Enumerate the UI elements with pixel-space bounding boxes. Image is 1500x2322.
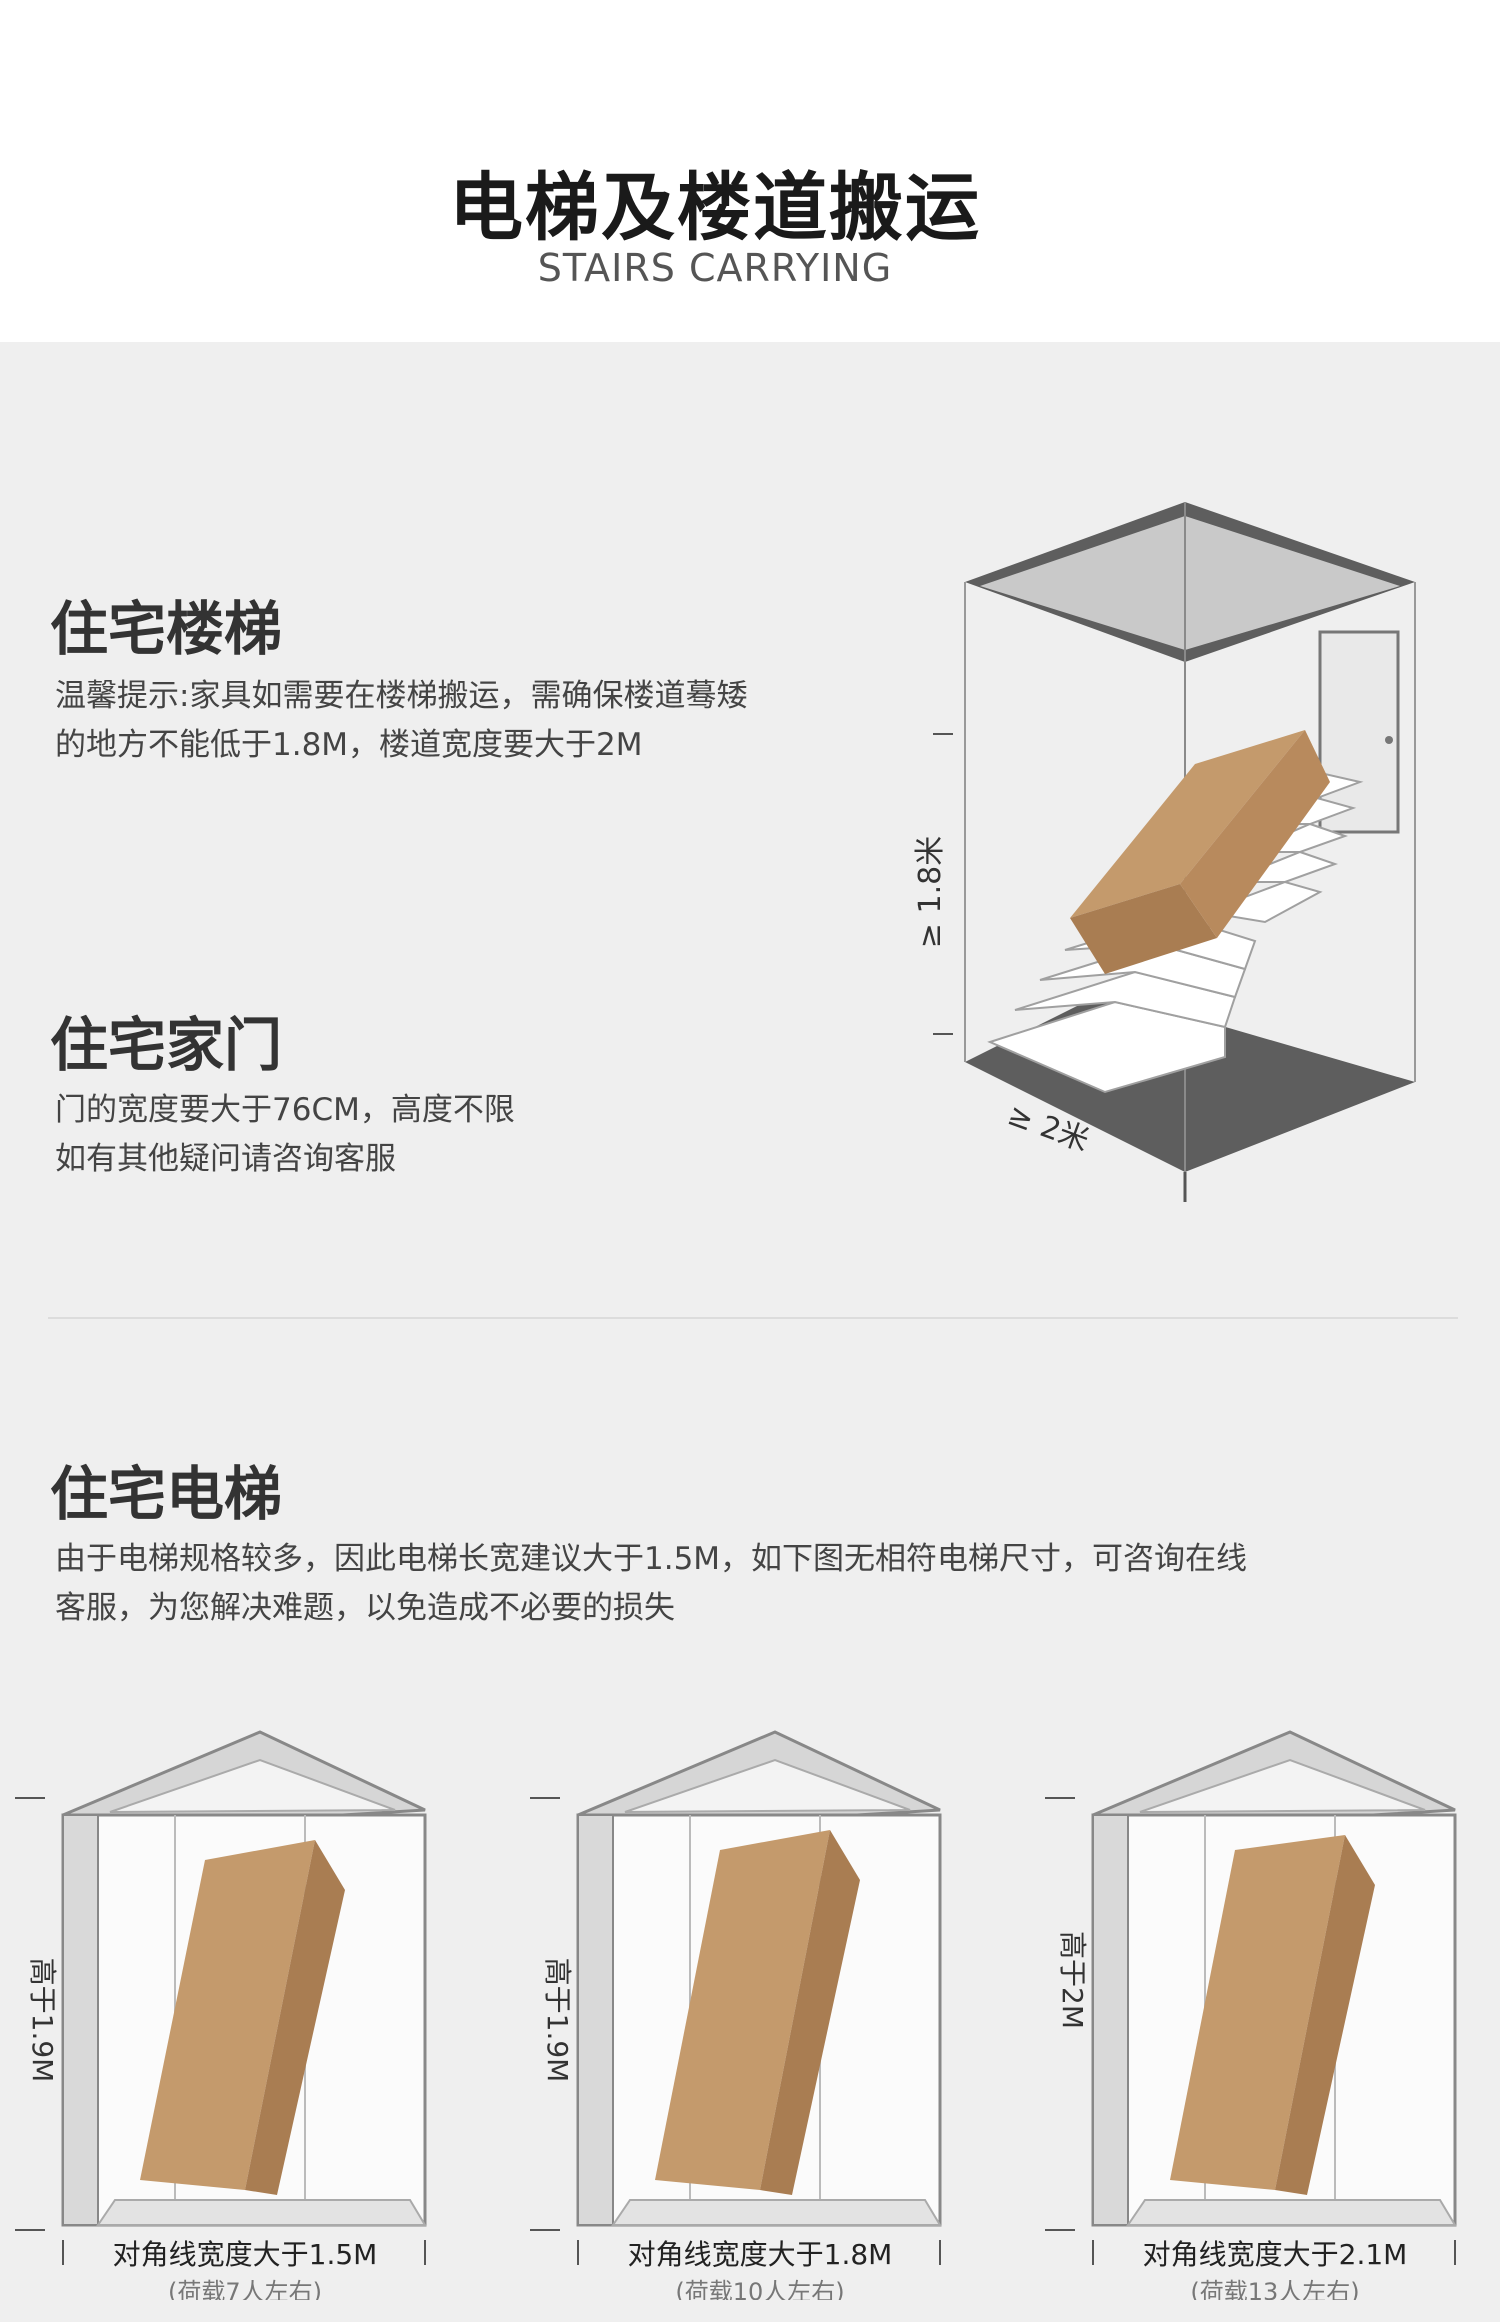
elevator-1-height: 高于1.9M	[26, 1958, 59, 2083]
elevator-3-diagonal: 对角线宽度大于2.1M	[1143, 2238, 1408, 2271]
elevator-text: 由于电梯规格较多，因此电梯长宽建议大于1.5M，如下图无相符电梯尺寸，可咨询在线…	[55, 1535, 1247, 1633]
elevator-title: 住宅电梯	[50, 1460, 283, 1528]
elevator-1-load: (荷载7人左右)	[168, 2278, 322, 2300]
elevator-line-2: 客服，为您解决难题，以免造成不必要的损失	[55, 1590, 675, 1626]
elevator-3-box	[1170, 1835, 1375, 2195]
elevator-1-box	[140, 1840, 345, 2195]
elevator-2: 高于1.9M 对角线宽度大于1.8M (荷载10人左右)	[530, 1730, 942, 2300]
page-subtitle: STAIRS CARRYING	[537, 246, 893, 290]
section-divider	[48, 1317, 1458, 1319]
elevator-line-1: 由于电梯规格较多，因此电梯长宽建议大于1.5M，如下图无相符电梯尺寸，可咨询在线	[55, 1541, 1248, 1577]
stairs-line-2: 的地方不能低于1.8M，楼道宽度要大于2M	[55, 727, 643, 763]
stairwell-illustration: ≥ 1.8米 ≥ 2米	[913, 502, 1416, 1202]
stairwell-ceiling-inner	[980, 516, 1400, 650]
door-text: 门的宽度要大于76CM，高度不限 如有其他疑问请咨询客服	[55, 1086, 515, 1184]
elevator-1-diagonal: 对角线宽度大于1.5M	[113, 2238, 378, 2271]
stairs-height-label: ≥ 1.8米	[913, 836, 948, 948]
elevator-2-load: (荷载10人左右)	[675, 2278, 844, 2300]
furniture-box	[1070, 730, 1330, 974]
elevator-3: 高于2M 对角线宽度大于2.1M (荷载13人左右)	[1045, 1730, 1457, 2300]
elevator-1: 高于1.9M 对角线宽度大于1.5M (荷载7人左右)	[15, 1730, 427, 2300]
door-line-2: 如有其他疑问请咨询客服	[55, 1141, 396, 1177]
door-title: 住宅家门	[50, 1011, 283, 1079]
elevator-2-box	[655, 1830, 860, 2195]
elevator-2-diagonal: 对角线宽度大于1.8M	[628, 2238, 893, 2271]
elevator-3-height: 高于2M	[1056, 1931, 1089, 2029]
elevator-2-height: 高于1.9M	[541, 1958, 574, 2083]
stairs-line-1: 温馨提示:家具如需要在楼梯搬运，需确保楼道蓦矮	[55, 678, 748, 714]
elevator-3-load: (荷载13人左右)	[1190, 2278, 1359, 2300]
page-title: 电梯及楼道搬运	[449, 165, 981, 251]
content-panel: 住宅楼梯 温馨提示:家具如需要在楼梯搬运，需确保楼道蓦矮 的地方不能低于1.8M…	[0, 342, 1500, 2322]
stairs-title: 住宅楼梯	[50, 595, 283, 663]
stairs-text: 温馨提示:家具如需要在楼梯搬运，需确保楼道蓦矮 的地方不能低于1.8M，楼道宽度…	[55, 672, 747, 770]
door-line-1: 门的宽度要大于76CM，高度不限	[55, 1092, 515, 1128]
header: 电梯及楼道搬运 STAIRS CARRYING	[0, 0, 1500, 342]
door-shape	[1318, 630, 1400, 834]
